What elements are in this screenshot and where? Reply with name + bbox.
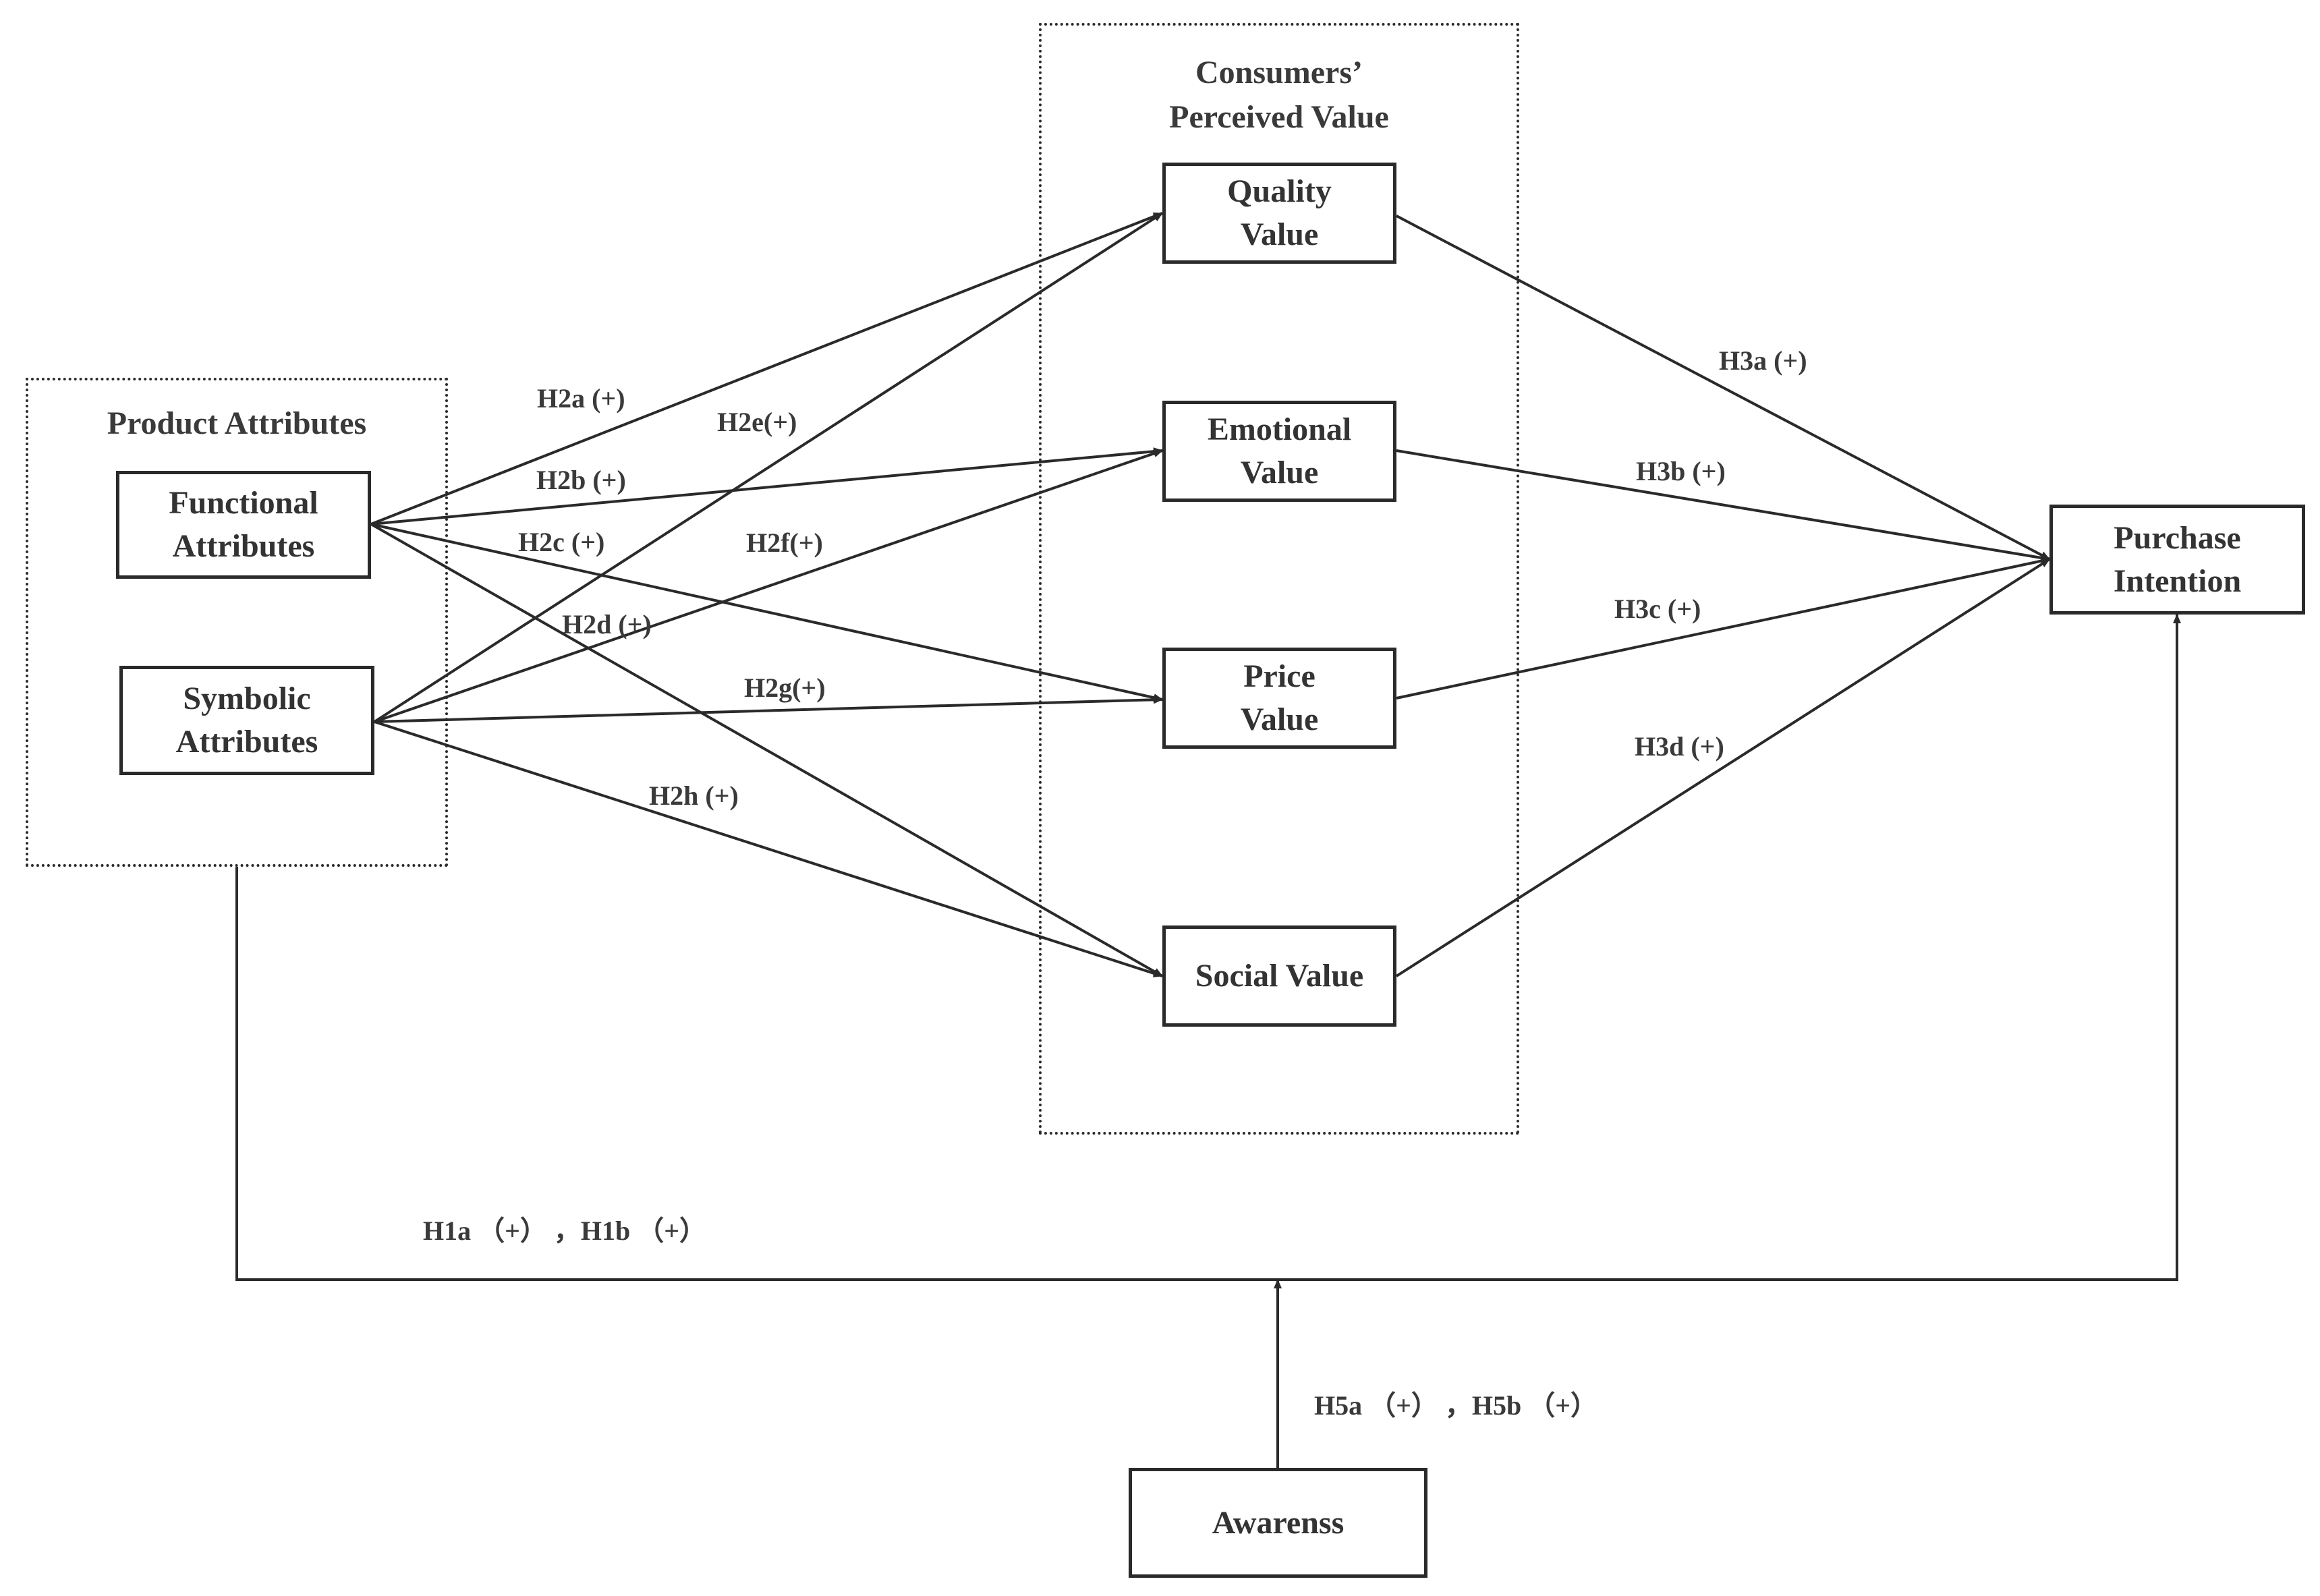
social-value-label: Social Value (1195, 958, 1364, 994)
edge-label-h2f: H2f(+) (746, 528, 823, 558)
emotional-value-node: Emotional Value (1162, 401, 1396, 502)
functional-attributes-label: Functional Attributes (169, 485, 318, 564)
edge-label-h2a: H2a (+) (537, 383, 625, 414)
edge-label-h2c: H2c (+) (518, 527, 605, 557)
edge-label-h2b: H2b (+) (536, 465, 626, 495)
price-value-node: Price Value (1162, 648, 1396, 749)
edge-arrow-h3d (1395, 558, 2051, 977)
edge-label-h3a: H3a (+) (1719, 345, 1807, 376)
symbolic-attributes-node: Symbolic Attributes (119, 666, 374, 775)
awareness-node: Awarenss (1129, 1468, 1427, 1578)
quality-value-label: Quality Value (1227, 173, 1332, 252)
edge-arrow-h2g (374, 695, 1163, 723)
social-value-node: Social Value (1162, 925, 1396, 1027)
edge-arrow-h3b (1396, 449, 2050, 562)
product-attributes-group (26, 378, 448, 867)
edge-arrow-h2b (370, 447, 1163, 525)
edge-label-h2h: H2h (+) (649, 780, 739, 811)
edge-label-h2g: H2g(+) (744, 673, 826, 703)
edge-arrow-h3c (1396, 557, 2050, 700)
edge-label-h1: H1a （+） ，H1b （+） (423, 1216, 707, 1246)
edge-arrow-h2d (370, 523, 1163, 977)
edge-arrow-h2h (374, 720, 1163, 977)
symbolic-attributes-label: Symbolic Attributes (175, 681, 318, 760)
edge-label-h3d: H3d (+) (1635, 731, 1724, 762)
quality-value-node: Quality Value (1162, 163, 1396, 264)
purchase-intention-label: Purchase Intention (2113, 519, 2242, 599)
perceived-value-group (1039, 23, 1519, 1135)
edge-label-h3c: H3c (+) (1614, 594, 1701, 624)
edge-arrow-h1 (235, 614, 2181, 1281)
edge-label-h2e: H2e(+) (717, 407, 797, 437)
awareness-label: Awarenss (1212, 1504, 1345, 1541)
purchase-intention-node: Purchase Intention (2049, 505, 2305, 615)
emotional-value-label: Emotional Value (1207, 411, 1352, 490)
product-attributes-title: Product Attributes (107, 405, 367, 441)
edge-arrow-h2e (373, 212, 1164, 723)
price-value-label: Price Value (1240, 658, 1319, 737)
edge-label-h3b: H3b (+) (1636, 456, 1726, 486)
edge-label-h5: H5a （+） ，H5b （+） (1314, 1390, 1598, 1421)
edge-arrow-h3a (1396, 215, 2050, 561)
edge-arrow-h2c (370, 523, 1163, 702)
edge-arrow-h2f (374, 449, 1163, 723)
functional-attributes-node: Functional Attributes (116, 471, 371, 579)
edge-arrow-h2a (370, 212, 1163, 525)
edge-label-h2d: H2d (+) (562, 609, 652, 639)
perceived-value-title: Consumers’ Perceived Value (1169, 55, 1389, 135)
